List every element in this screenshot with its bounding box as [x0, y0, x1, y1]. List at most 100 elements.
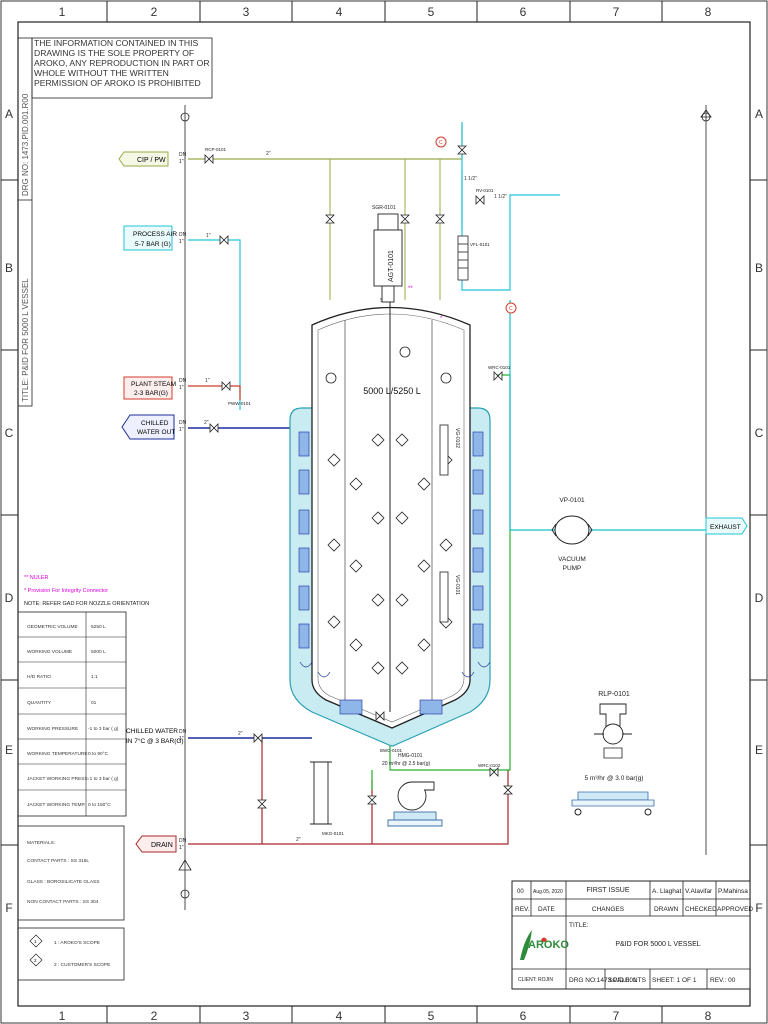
- tb-rev-no: 00: [517, 889, 524, 895]
- tb-sheet: SHEET: 1 OF 1: [652, 977, 697, 984]
- exhaust-label: EXHAUST: [710, 524, 741, 531]
- col-label-8: 8: [705, 5, 712, 19]
- svg-text:DN: DN: [179, 420, 187, 426]
- svg-text:*: *: [440, 316, 443, 322]
- spec-row-label: JACKET WORKING TEMP.: [27, 802, 85, 808]
- vacuum-pump-name-1: VACUUM: [558, 556, 586, 563]
- tb-title-label: TITLE:: [569, 922, 589, 929]
- side-title-strip: DRG NO: 1473.PID.001.R00 TITLE: P&ID FOR…: [17, 37, 33, 407]
- svg-text:1 1/2": 1 1/2": [494, 194, 507, 200]
- valve-symbols: [204, 145, 513, 809]
- svg-text:RCP-0101: RCP-0101: [205, 147, 227, 152]
- svg-text:RV-0101: RV-0101: [476, 188, 494, 193]
- spec-row-label: WORKING PRESSURE: [27, 726, 78, 732]
- spec-row-label: WORKING VOLUME: [27, 649, 72, 655]
- tb-client: CLIENT: ROJIN: [518, 977, 553, 983]
- tb-h-checked: CHECKED: [685, 906, 717, 913]
- recirc-line: [389, 374, 511, 771]
- legend-note: NOTE: REFER GAD FOR NOZZLE ORIENTATION: [24, 601, 149, 607]
- col-label-3: 3: [243, 5, 250, 19]
- col-label-4b: 4: [336, 1009, 343, 1023]
- svg-text:1": 1": [179, 427, 184, 433]
- col-label-1b: 1: [59, 1009, 66, 1023]
- svg-text:MKG-0101: MKG-0101: [322, 831, 344, 836]
- svg-text:BWC-0101: BWC-0101: [380, 748, 403, 753]
- svg-text:1": 1": [179, 239, 184, 245]
- svg-text:2": 2": [204, 420, 209, 426]
- col-label-2b: 2: [151, 1009, 158, 1023]
- tb-checked: V.Alavifar: [685, 888, 713, 895]
- col-label-6b: 6: [520, 1009, 527, 1023]
- plant-steam-label-1: PLANT STEAM: [131, 381, 176, 388]
- col-label-7b: 7: [613, 1009, 620, 1023]
- side-drg-number: DRG NO: 1473.PID.001.R00: [21, 93, 30, 196]
- vacuum-pump-tag: VP-0101: [559, 497, 585, 504]
- process-air-label-2: 5-7 BAR (G): [135, 241, 171, 248]
- materials-heading: MATERIALS:: [27, 840, 55, 846]
- hmg-rating: 20 m³/hr @ 2.5 bar(g): [382, 761, 430, 767]
- tb-date: Aug.05, 2020: [533, 889, 563, 895]
- materials-contact: CONTACT PARTS : SS 316L: [27, 858, 89, 864]
- svg-text:1": 1": [205, 378, 210, 384]
- plant-steam-label-2: 2-3 BAR(G): [134, 390, 168, 397]
- tb-scale: SCALE: NTS: [608, 977, 647, 984]
- process-air-label-1: PROCESS AIR: [133, 231, 177, 238]
- chilled-out-label-1: CHILLED: [141, 420, 169, 427]
- svg-text:WRC-0102: WRC-0102: [478, 763, 501, 768]
- svg-text:1: 1: [34, 939, 37, 944]
- rlp-pump: RLP-0101 5 m³/hr @ 3.0 bar(g): [571, 691, 655, 816]
- svg-text:1": 1": [179, 159, 184, 165]
- legend-notes: ** NULER * Provision For Integrity Conne…: [24, 575, 149, 607]
- valve-tags: RCP-0101 RV-0101 WRC-0101 BWC-0101 WRC-0…: [205, 147, 511, 836]
- row-label-E: E: [5, 743, 13, 757]
- rlp-rating: 5 m³/hr @ 3.0 bar(g): [585, 775, 644, 782]
- pipe-network: [188, 122, 706, 845]
- svg-text:DN: DN: [179, 838, 187, 844]
- tb-title: P&ID FOR 5000 L VESSEL: [615, 941, 700, 948]
- row-label-C-right: C: [755, 426, 764, 440]
- tb-drawn: A. Llaghat: [652, 888, 681, 895]
- sample-cylinder: [310, 761, 332, 825]
- row-label-D-right: D: [755, 591, 764, 605]
- tb-drg-no: DRG NO:1473.PID.001: [569, 977, 637, 984]
- title-block: 00 Aug.05, 2020 FIRST ISSUE A. Llaghat V…: [511, 880, 753, 990]
- svg-text:1": 1": [206, 233, 211, 239]
- svg-text:1": 1": [179, 385, 184, 391]
- col-label-8b: 8: [705, 1009, 712, 1023]
- vessel-shell: [311, 306, 471, 729]
- vg-tag-2: VG-0101: [454, 575, 460, 595]
- scope-legend: 12 1 : AROKO'S SCOPE 2 : CUSTOMER'S SCOP…: [17, 927, 125, 981]
- svg-text:DN: DN: [179, 232, 187, 238]
- spec-row-value: -1 to 3 bar ( g): [88, 776, 119, 782]
- vent-filter: VFL-0101: [457, 235, 490, 281]
- process-air-line: [188, 239, 241, 410]
- spec-row-value: 5000 L: [91, 649, 106, 655]
- row-label-F-right: F: [755, 901, 762, 915]
- dn-tags: DN1" DN1" DN1" DN1" DN1" DN1": [179, 152, 187, 851]
- scope-aroko: 1 : AROKO'S SCOPE: [54, 940, 100, 946]
- row-label-B-right: B: [755, 261, 763, 275]
- svg-text:C: C: [509, 306, 513, 312]
- svg-text:**: **: [408, 286, 413, 292]
- svg-text:C: C: [439, 140, 443, 146]
- vacuum-pump-name-2: PUMP: [563, 565, 582, 572]
- ownership-notice: THE INFORMATION CONTAINED IN THIS DRAWIN…: [31, 37, 213, 99]
- spec-row-value: 01: [91, 700, 97, 706]
- row-label-B: B: [5, 261, 13, 275]
- spec-row-label: WORKING TEMPERATURE: [27, 751, 88, 757]
- chilled-in-label-2: IN 7°C @ 3 BAR(G): [126, 737, 184, 745]
- svg-text:2": 2": [266, 151, 271, 157]
- tb-changes: FIRST ISSUE: [586, 887, 629, 894]
- row-label-E-right: E: [755, 743, 763, 757]
- col-label-2: 2: [151, 5, 158, 19]
- steam-line: [188, 385, 241, 400]
- row-label-A: A: [5, 107, 13, 121]
- nozzle-markers: ** *: [408, 286, 443, 322]
- row-label-F: F: [5, 901, 12, 915]
- aroko-logo: AROKO: [520, 930, 569, 960]
- line-size-labels: 2" 1" 1" 2" 2" 2" 1 1/2" 1 1/2": [204, 151, 507, 843]
- col-label-4: 4: [336, 5, 343, 19]
- tb-h-drawn: DRAWN: [654, 906, 679, 913]
- instrument-flags: [435, 136, 517, 314]
